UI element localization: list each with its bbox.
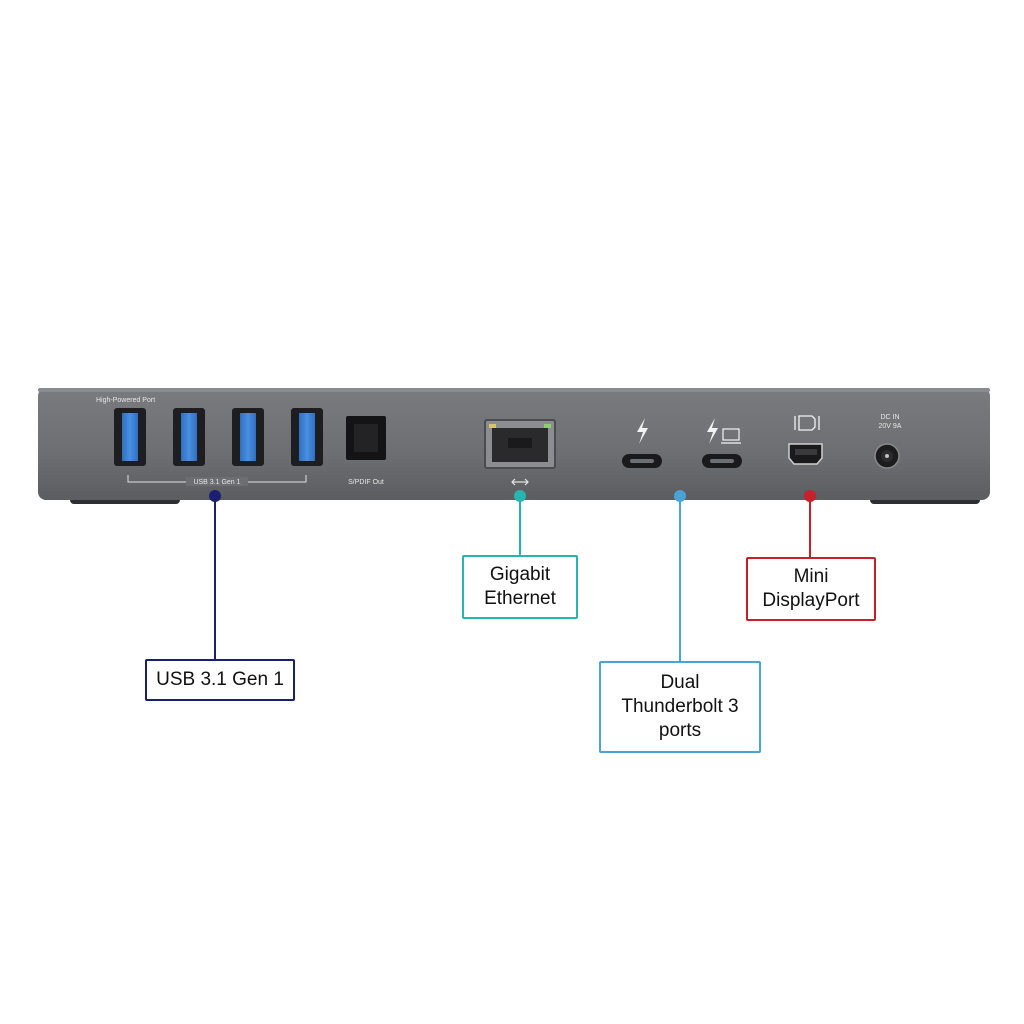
thunderbolt-port-1[interactable] [622,454,662,468]
usb-a-port-3[interactable] [232,408,264,466]
ethernet-port[interactable] [484,419,556,469]
minidp-leader [804,490,816,558]
usb-group-label: USB 3.1 Gen 1 [193,479,240,486]
dc-in-label: DC IN [880,414,899,421]
thunderbolt-port-2[interactable] [702,454,742,468]
ethernet-callout: Gigabit Ethernet [462,555,578,619]
thunderbolt-display-bolt-icon [707,418,718,444]
dock-top-edge [38,388,990,392]
dc-in-port[interactable] [874,443,900,469]
mini-displayport-port[interactable] [788,443,823,465]
ethernet-arrows-icon [511,478,529,486]
ethernet-leader [514,490,526,556]
thunderbolt-display-icon [722,428,740,441]
minidp-callout-label: Mini DisplayPort [762,566,860,611]
minidp-callout: Mini DisplayPort [746,557,876,621]
thunderbolt-callout-label: Dual Thunderbolt 3 ports [621,672,739,741]
spdif-label: S/PDIF Out [348,479,384,486]
thunderbolt-callout: Dual Thunderbolt 3 ports [599,661,761,753]
spdif-port[interactable] [346,416,386,460]
dc-rating-label: 20V 9A [879,423,902,430]
thunderbolt-leader [674,490,686,662]
usb-leader [209,490,221,660]
usb-a-port-2[interactable] [173,408,205,466]
mini-displayport-icon [794,415,820,431]
high-powered-label: High-Powered Port [96,397,155,404]
ethernet-callout-label: Gigabit Ethernet [484,564,556,609]
usb-a-port-4[interactable] [291,408,323,466]
usb-callout: USB 3.1 Gen 1 [145,659,295,701]
usb-callout-label: USB 3.1 Gen 1 [156,669,284,690]
thunderbolt-bolt-icon [637,418,648,444]
usb-a-port-1[interactable] [114,408,146,466]
